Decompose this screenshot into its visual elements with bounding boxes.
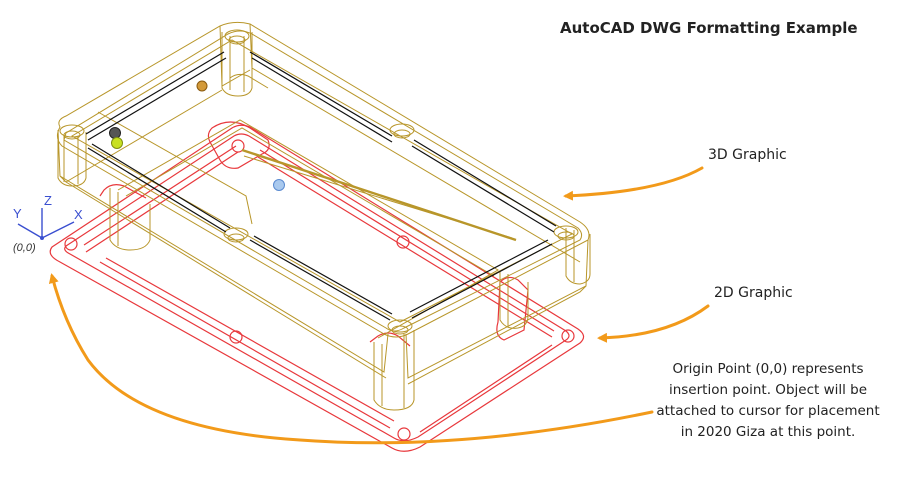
label-2d-graphic: 2D Graphic [714, 285, 793, 301]
origin-note-line: attached to cursor for placement [656, 403, 880, 419]
table-3d-wireframe [56, 21, 591, 411]
ball-orange [196, 80, 208, 92]
origin-note-line: in 2020 Giza at this point. [680, 424, 856, 440]
origin-note-line: Origin Point (0,0) represents [672, 361, 864, 377]
label-3d-graphic: 3D Graphic [708, 147, 787, 163]
arrow-origin-point [48, 273, 654, 445]
ball-yellow [111, 137, 123, 149]
origin-note: Origin Point (0,0) represents insertion … [636, 359, 900, 443]
arrow-2d-graphic [597, 304, 710, 343]
cue-stick [241, 148, 517, 242]
plan-2d-outline [49, 121, 585, 452]
axis-y-line [17, 223, 43, 239]
ball-black [109, 127, 121, 139]
arrow-3d-graphic [563, 166, 704, 201]
cushion-lines [85, 51, 557, 321]
origin-note-line: insertion point. Object will be [668, 382, 868, 398]
origin-label: (0,0) [13, 242, 36, 254]
callout-arrows [48, 166, 710, 445]
balls [109, 80, 285, 191]
axis-x-line [41, 221, 75, 239]
axis-x-label: X [74, 207, 83, 222]
axis-y-label: Y [13, 206, 22, 221]
axis-z-label: Z [44, 193, 52, 208]
origin-axes [17, 208, 75, 240]
cue-ball [273, 179, 285, 191]
diagram-title: AutoCAD DWG Formatting Example [560, 19, 858, 37]
